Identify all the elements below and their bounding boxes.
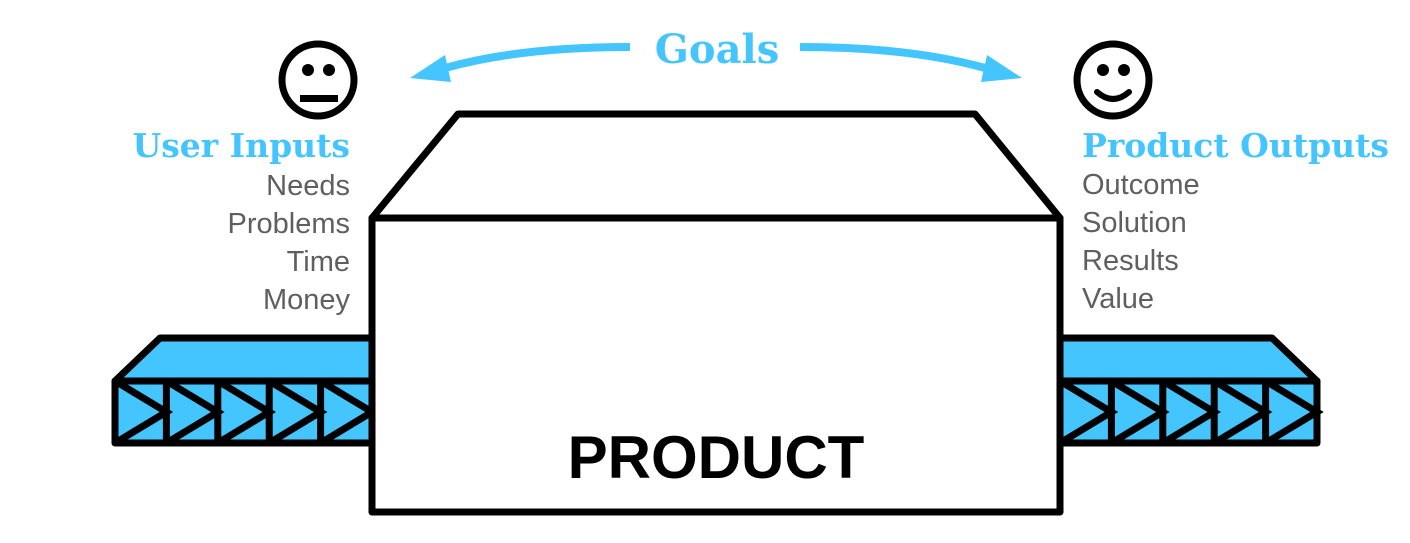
input-item: Time (287, 246, 350, 278)
output-item: Outcome (1082, 169, 1200, 201)
output-item: Results (1082, 245, 1179, 277)
output-item: Value (1082, 283, 1154, 315)
product-outputs-list: Product Outputs Outcome Solution Results… (1082, 126, 1389, 315)
product-label: PRODUCT (568, 424, 865, 491)
neutral-face-icon (278, 40, 358, 120)
output-item: Solution (1082, 207, 1187, 239)
goals-label: Goals (655, 26, 779, 73)
left-arrowhead-icon (410, 55, 451, 82)
input-item: Needs (266, 170, 350, 202)
user-inputs-list: User Inputs Needs Problems Time Money (132, 126, 350, 316)
input-item: Problems (228, 208, 351, 240)
input-conveyor (111, 334, 379, 447)
product-box: PRODUCT (368, 110, 1064, 516)
right-arrowhead-icon (981, 55, 1022, 82)
smiling-face-icon (1073, 40, 1153, 120)
product-outputs-title: Product Outputs (1082, 126, 1389, 165)
user-inputs-title: User Inputs (132, 126, 350, 165)
output-conveyor (1056, 334, 1324, 447)
input-item: Money (263, 284, 351, 316)
goals-arrows: Goals (410, 26, 1022, 82)
conveyor-arrow-icon (1263, 378, 1324, 446)
